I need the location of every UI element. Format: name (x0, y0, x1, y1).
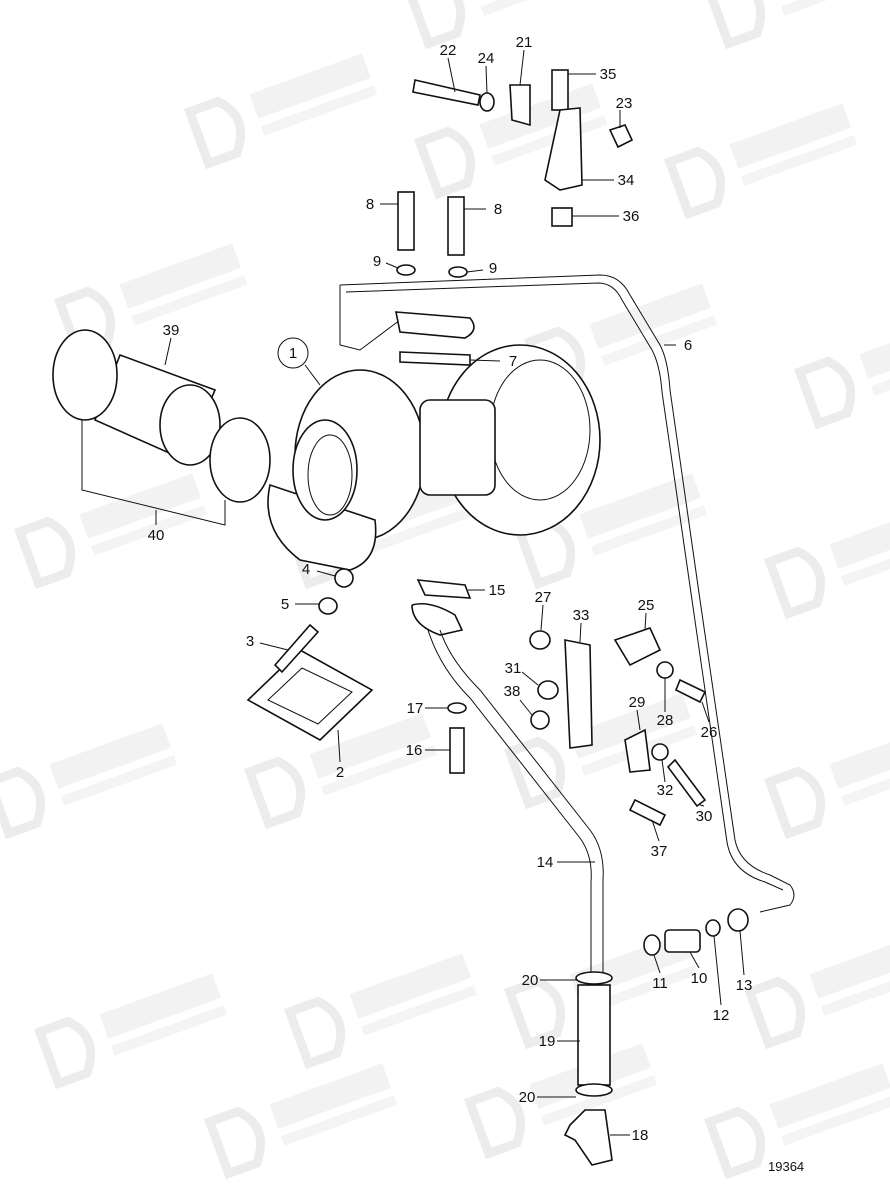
watermark-logo (0, 723, 178, 840)
callout-18: 18 (632, 1127, 649, 1144)
callout-23: 23 (616, 95, 633, 112)
callout-36: 36 (623, 208, 640, 225)
leader-line (519, 49, 525, 86)
callout-8: 8 (494, 201, 502, 218)
callout-40: 40 (148, 527, 165, 544)
callout-20: 20 (519, 1089, 536, 1106)
callout-2: 2 (336, 764, 344, 781)
callout-1: 1 (289, 345, 297, 362)
callout-11: 11 (652, 975, 668, 992)
leader-line (316, 570, 336, 577)
callout-30: 30 (696, 808, 713, 825)
callout-20: 20 (522, 972, 539, 989)
callout-12: 12 (713, 1007, 730, 1024)
watermark-logo (763, 723, 890, 840)
callout-13: 13 (736, 977, 753, 994)
leader-line (164, 337, 172, 366)
callout-9: 9 (489, 260, 497, 277)
callout-32: 32 (657, 782, 674, 799)
oil-pipe-6 (339, 274, 795, 913)
leader-line (579, 622, 582, 643)
leader-line (466, 269, 484, 273)
callout-31: 31 (505, 660, 522, 677)
callout-39: 39 (163, 322, 180, 339)
callout-28: 28 (657, 712, 674, 729)
callout-14: 14 (537, 854, 554, 871)
leader-line (739, 930, 745, 976)
callout-35: 35 (600, 66, 617, 83)
callout-3: 3 (246, 633, 254, 650)
callout-leaders (155, 49, 745, 1136)
drawing-number: 19364 (768, 1159, 804, 1174)
callout-6: 6 (684, 337, 692, 354)
leader-line (651, 819, 660, 842)
watermark-logo (763, 503, 890, 620)
leader-line (259, 642, 289, 651)
callout-19: 19 (539, 1033, 556, 1050)
watermark-logo (743, 933, 890, 1050)
part-drawings (52, 69, 795, 1166)
leader-line (447, 57, 456, 93)
watermark-logo (183, 53, 378, 170)
callout-10: 10 (691, 970, 708, 987)
leader-line (485, 65, 488, 94)
callouts: 22 24 21 35 23 34 36 8 8 9 9 1 39 6 7 40 4 5 15 3 27 33 25 31 29… (148, 34, 753, 1144)
watermark-logo (663, 103, 858, 220)
callout-8: 8 (366, 196, 374, 213)
watermark-logo (403, 0, 598, 50)
leader-line (689, 951, 700, 969)
leader-line (701, 701, 710, 723)
callout-34: 34 (618, 172, 635, 189)
leader-line (713, 935, 722, 1006)
callout-17: 17 (407, 700, 424, 717)
callout-25: 25 (638, 597, 655, 614)
leader-line (653, 954, 661, 974)
callout-5: 5 (281, 596, 289, 613)
leader-line (521, 671, 539, 686)
callout-37: 37 (651, 843, 668, 860)
watermark-logo (33, 973, 228, 1090)
watermark-logo (243, 713, 438, 830)
callout-22: 22 (440, 42, 457, 59)
leader-line (385, 262, 399, 269)
leader-line (469, 359, 501, 362)
callout-26: 26 (701, 724, 718, 741)
callout-24: 24 (478, 50, 495, 67)
callout-circle (277, 337, 309, 369)
leader-line (699, 804, 705, 807)
watermark-logo (203, 1063, 398, 1180)
leader-line (304, 364, 321, 386)
callout-7: 7 (509, 353, 517, 370)
watermark-logo (283, 953, 478, 1070)
watermark-logo (13, 473, 208, 590)
callout-4: 4 (302, 561, 310, 578)
watermark-logo (703, 1063, 890, 1180)
callout-29: 29 (629, 694, 646, 711)
callout-9: 9 (373, 253, 381, 270)
leader-line (661, 759, 666, 783)
callout-38: 38 (504, 683, 521, 700)
callout-16: 16 (406, 742, 423, 759)
leader-line (337, 729, 341, 763)
callout-27: 27 (535, 589, 552, 606)
callout-21: 21 (516, 34, 533, 51)
leader-line (519, 699, 533, 716)
leader-line (636, 709, 641, 731)
leader-line (540, 604, 544, 631)
watermark-logo (793, 313, 890, 430)
callout-15: 15 (489, 582, 506, 599)
watermark-logo (703, 0, 890, 50)
leader-line (644, 612, 647, 631)
callout-33: 33 (573, 607, 590, 624)
